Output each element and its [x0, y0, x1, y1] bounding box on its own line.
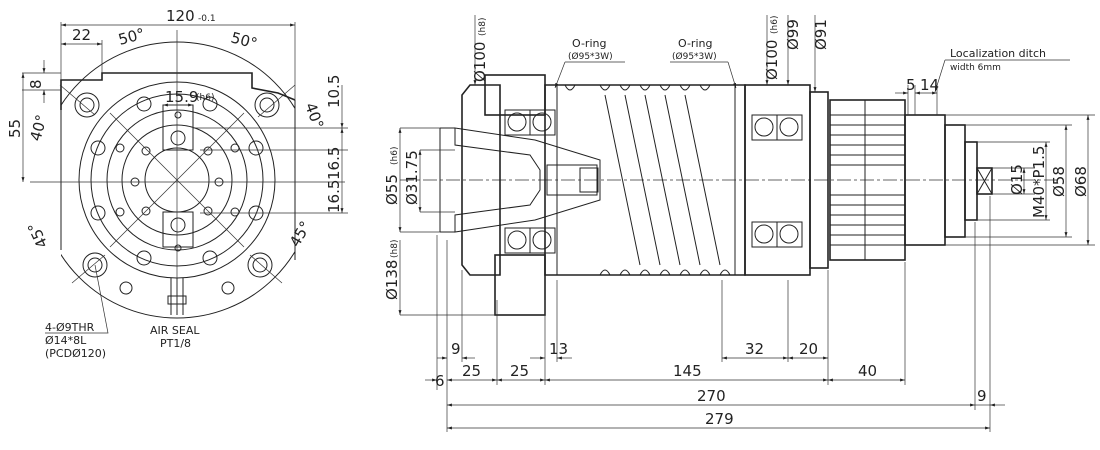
dim-55: 55	[6, 119, 24, 138]
taper-bore-section	[454, 127, 601, 233]
dim-d15: Ø15	[1008, 164, 1026, 195]
front-view: 120 -0.1 22 8 55 50° 50° 40° 40° 45° 45°…	[6, 7, 348, 360]
ditch-spec: width 6mm	[950, 63, 1001, 73]
front-nose	[461, 84, 501, 276]
mounting-holes	[74, 92, 280, 278]
dim-len-270: 270	[697, 387, 726, 405]
dim-len-9a: 9	[451, 340, 461, 358]
dim-width-tol: -0.1	[198, 14, 216, 24]
angle-left: 40°	[26, 113, 50, 143]
dim-d100-rear-tol: (h6)	[770, 16, 780, 34]
dim-d55-tol: (h6)	[390, 147, 400, 165]
dim-d100-front: Ø100	[471, 42, 489, 82]
dim-len-145: 145	[673, 362, 702, 380]
dim-width: 120	[166, 7, 195, 25]
angle-bottom-right: 45°	[286, 218, 315, 250]
dim-d138-tol: (h8)	[390, 240, 400, 258]
dim-len-20: 20	[799, 340, 818, 358]
angle-right: 40°	[301, 100, 327, 131]
dim-key-width: 15.9	[165, 88, 198, 106]
dim-d100-front-tol: (h8)	[478, 18, 488, 36]
drive-key-bottom	[162, 211, 194, 248]
dim-len-32: 32	[745, 340, 764, 358]
dim-d58: Ø58	[1050, 166, 1068, 197]
dim-d99: Ø99	[784, 19, 802, 50]
oring2-title: O-ring	[678, 37, 712, 50]
dim-d91: Ø91	[812, 19, 830, 50]
drawbar-end	[976, 167, 993, 195]
oring1-spec: (Ø95*3W)	[568, 51, 613, 62]
dim-16-5-upper: 16.5	[325, 147, 343, 180]
dim-len-40: 40	[858, 362, 877, 380]
holes-note-line3: (PCDØ120)	[45, 347, 106, 360]
bearings	[504, 109, 803, 254]
dim-len-6: 6	[435, 372, 445, 390]
air-seal-note-line2: PT1/8	[160, 337, 191, 350]
holes-note-line1: 4-Ø9THR	[45, 321, 95, 334]
dim-len-25a: 25	[462, 362, 481, 380]
dim-10-5: 10.5	[325, 75, 343, 108]
ditch-title: Localization ditch	[950, 47, 1046, 60]
angle-top-left: 50°	[116, 25, 146, 49]
dim-d55: Ø55	[383, 174, 401, 205]
angle-bottom-left: 45°	[24, 219, 52, 251]
dim-16-5-lower: 16.5	[325, 180, 343, 213]
side-view: Ø100 (h8) Ø100 (h6) Ø99 Ø91 O-ring (Ø95*…	[383, 15, 1095, 432]
oring1-title: O-ring	[572, 37, 606, 50]
air-seal-note-line1: AIR SEAL	[150, 324, 200, 337]
dim-key-tol: (h6)	[196, 93, 214, 103]
dim-ditch-5: 5	[906, 76, 916, 94]
dim-len-13: 13	[549, 340, 568, 358]
dim-d31-75: Ø31.75	[403, 150, 421, 205]
dim-len-9b: 9	[977, 387, 987, 405]
angle-top-right: 50°	[229, 28, 259, 52]
dim-len-25b: 25	[510, 362, 529, 380]
dim-notch-width: 22	[72, 26, 91, 44]
dim-len-279: 279	[705, 410, 734, 428]
dim-d138: Ø138	[383, 260, 401, 300]
dim-d100-rear: Ø100	[763, 40, 781, 80]
holes-note-line2: Ø14*8L	[45, 334, 87, 347]
dim-d68: Ø68	[1072, 166, 1090, 197]
oring2-spec: (Ø95*3W)	[672, 51, 717, 62]
dim-ditch-14: 14	[920, 76, 939, 94]
dim-notch-depth: 8	[27, 79, 45, 89]
flange-block	[494, 254, 546, 316]
dim-m40: M40*P1.5	[1030, 146, 1048, 218]
